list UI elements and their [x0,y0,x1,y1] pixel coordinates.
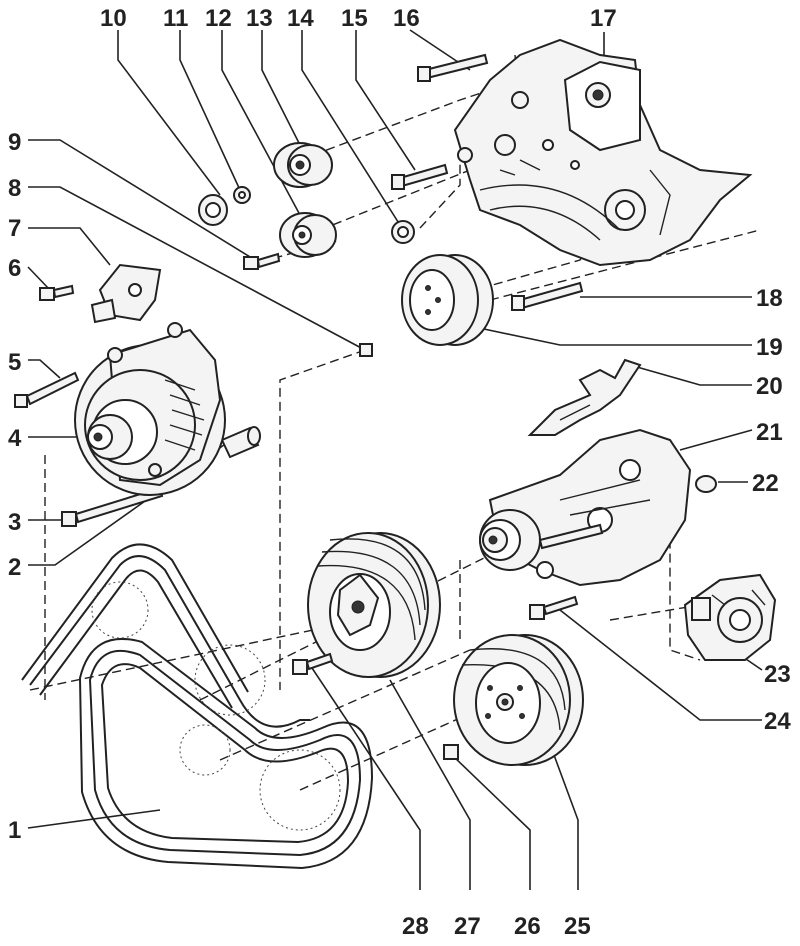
pulley-19 [401,254,494,346]
callout-11: 11 [163,5,188,32]
engine-bracket-17 [453,38,753,267]
bolt-15 [391,163,449,190]
callout-14: 14 [287,5,314,32]
callout-27: 27 [454,913,481,940]
washer-11 [233,186,251,204]
callout-28: 28 [402,913,429,940]
roller-13 [273,142,333,188]
callout-4: 4 [8,425,22,452]
callout-26: 26 [514,913,541,940]
sleeve-2 [220,426,261,459]
callout-20: 20 [756,373,783,400]
washer-10 [198,194,228,226]
callout-19: 19 [756,334,783,361]
alternator-4 [74,322,226,496]
washer-14 [391,220,415,244]
callout-6: 6 [8,255,21,282]
bolt-26 [443,744,459,760]
heat-shield-20 [527,358,642,436]
callout-7: 7 [8,215,21,242]
power-steering-pump-23 [683,573,777,661]
callout-13: 13 [246,5,273,32]
bolt-9 [243,252,281,270]
bolt-5 [14,371,80,408]
bolt-8 [359,343,373,357]
nut-22 [695,475,717,493]
bolt-6 [39,284,75,301]
bolt-18 [511,281,584,311]
callout-3: 3 [8,509,21,536]
callout-numbers: 1 2 3 4 5 6 7 8 9 10 11 12 13 14 15 16 1… [8,5,791,940]
callout-10: 10 [100,5,127,32]
bracket-7 [90,263,162,324]
callout-24: 24 [764,708,791,735]
callout-22: 22 [752,470,779,497]
callout-5: 5 [8,349,21,376]
bolt-28 [292,652,334,675]
pulley-25 [453,634,584,766]
callout-9: 9 [8,129,21,156]
bolt-3 [61,486,164,527]
callout-18: 18 [756,285,783,312]
callout-15: 15 [341,5,368,32]
callout-17: 17 [590,5,617,32]
bolt-16 [417,53,489,82]
callout-12: 12 [205,5,232,32]
callout-1: 1 [8,817,21,844]
crank-pulley-27 [307,532,441,678]
callout-21: 21 [756,419,783,446]
callout-16: 16 [393,5,420,32]
pump-bracket-21 [479,428,692,587]
belt-1 [21,543,374,870]
callout-2: 2 [8,554,21,581]
callout-23: 23 [764,661,791,688]
callout-25: 25 [564,913,591,940]
bolt-24 [529,595,579,620]
callout-8: 8 [8,175,21,202]
roller-12 [279,212,337,258]
